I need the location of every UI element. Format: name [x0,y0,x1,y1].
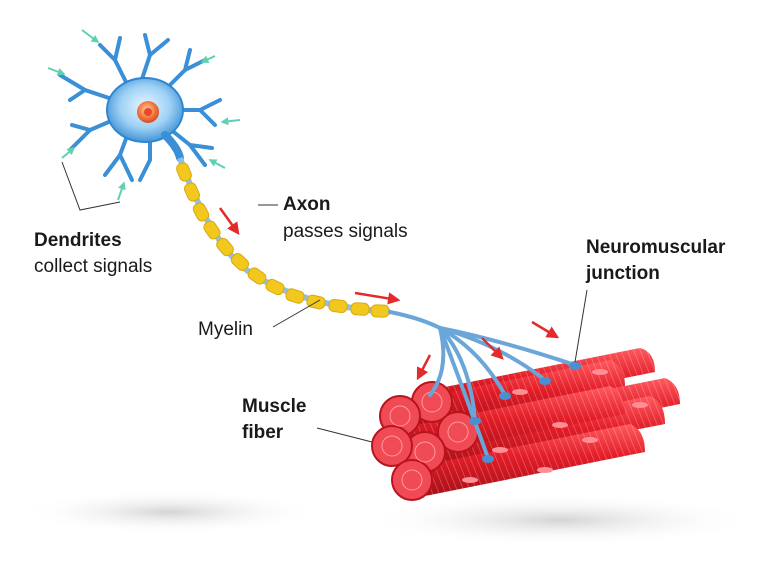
muscle-nuclei [462,369,648,483]
neuromuscular-junction-line1: Neuromuscular [586,237,726,258]
fiber-cross-texture [381,391,469,491]
shadow-muscle [360,494,760,546]
dendrites-description: collect signals [34,256,153,277]
axon [176,157,391,318]
muscle-fiber-line2: fiber [242,422,284,443]
muscle-fiber-line1: Muscle [242,396,307,417]
muscle-fiber-bundle [371,348,680,501]
fiber-cross-sections [371,381,479,501]
muscle-fiber [400,360,625,428]
myelin-label: Myelin [198,319,253,340]
signal-arrow-icon [47,29,241,201]
axon-title: Axon [283,194,331,215]
nucleolus [144,108,152,116]
dendrites-title: Dendrites [34,230,122,251]
shadow-neuron [20,490,320,534]
nerve-terminals [388,310,577,460]
axon-description: passes signals [283,221,408,242]
leader-lines [61,161,588,443]
nmj-terminal-buttons [469,362,581,463]
direction-arrow-icon [218,207,560,381]
neuromuscular-junction-line2: junction [586,263,660,284]
axon-hillock [161,131,184,162]
